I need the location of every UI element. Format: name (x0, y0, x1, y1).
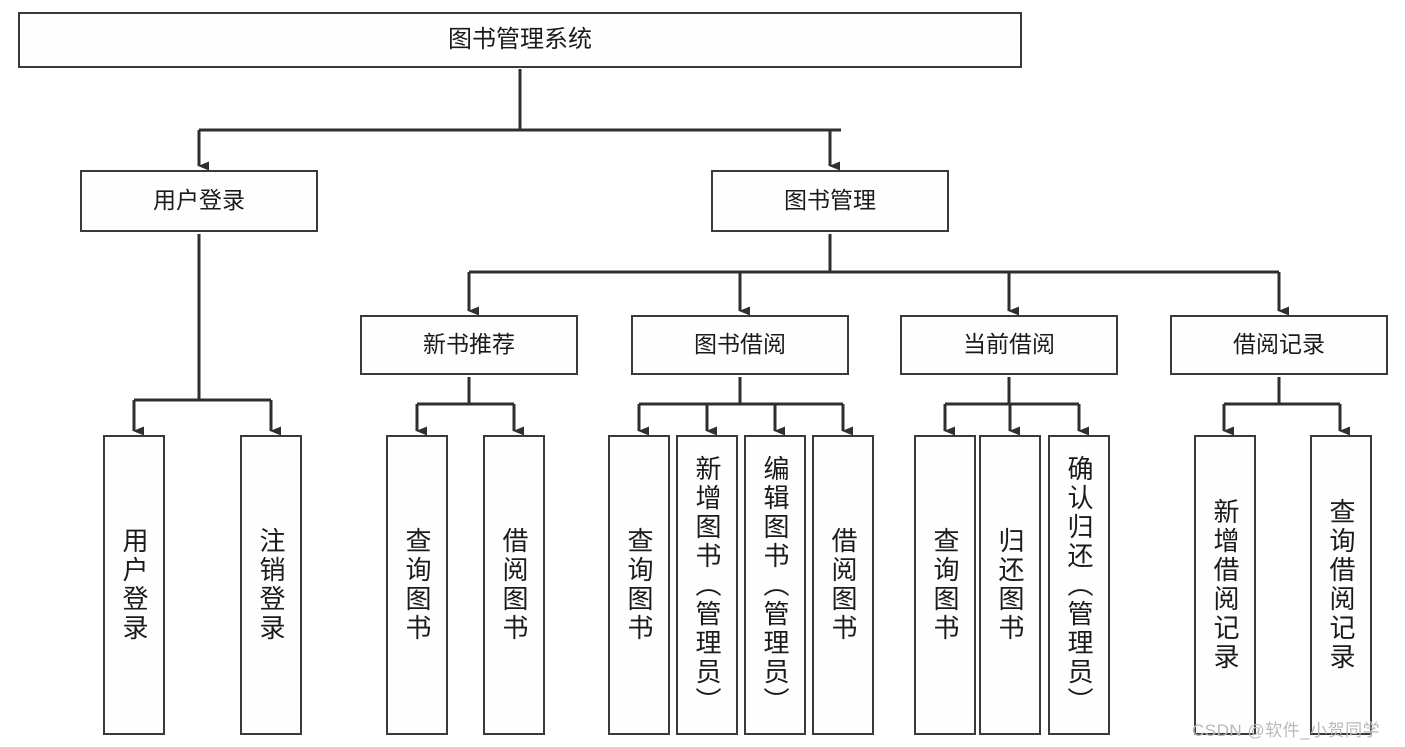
leaf-query-book-new[interactable]: 查询图书 (386, 435, 448, 735)
node-label: 借阅图书 (499, 527, 529, 643)
leaf-query-book-borrow[interactable]: 查询图书 (608, 435, 670, 735)
node-label: 归还图书 (995, 527, 1025, 643)
node-label: 查询图书 (402, 527, 432, 643)
node-root-system[interactable]: 图书管理系统 (18, 12, 1022, 68)
leaf-borrow-book-new[interactable]: 借阅图书 (483, 435, 545, 735)
node-label: 图书管理系统 (448, 25, 592, 53)
leaf-borrow-book[interactable]: 借阅图书 (812, 435, 874, 735)
node-label: 查询图书 (930, 527, 960, 643)
node-label: 图书管理 (784, 187, 876, 214)
node-label: 新增图书（管理员） (692, 454, 722, 716)
node-book-borrow[interactable]: 图书借阅 (631, 315, 849, 375)
node-label: 确认归还（管理员） (1064, 454, 1094, 716)
node-label: 注销登录 (256, 527, 286, 643)
node-label: 当前借阅 (963, 331, 1055, 358)
csdn-watermark: CSDN @软件_小贺同学 (1192, 721, 1381, 740)
node-label: 借阅记录 (1233, 331, 1325, 358)
leaf-edit-book-admin[interactable]: 编辑图书（管理员） (744, 435, 806, 735)
leaf-return-book[interactable]: 归还图书 (979, 435, 1041, 735)
node-label: 用户登录 (119, 527, 149, 643)
node-label: 编辑图书（管理员） (760, 454, 790, 716)
leaf-user-login[interactable]: 用户登录 (103, 435, 165, 735)
leaf-add-book-admin[interactable]: 新增图书（管理员） (676, 435, 738, 735)
leaf-query-borrow-record[interactable]: 查询借阅记录 (1310, 435, 1372, 735)
leaf-query-book-current[interactable]: 查询图书 (914, 435, 976, 735)
node-label: 借阅图书 (828, 527, 858, 643)
node-user-login[interactable]: 用户登录 (80, 170, 318, 232)
leaf-confirm-return-admin[interactable]: 确认归还（管理员） (1048, 435, 1110, 735)
node-current-borrow[interactable]: 当前借阅 (900, 315, 1118, 375)
node-label: 用户登录 (153, 187, 245, 214)
node-label: 新增借阅记录 (1210, 498, 1240, 672)
node-book-management[interactable]: 图书管理 (711, 170, 949, 232)
node-new-book-recommend[interactable]: 新书推荐 (360, 315, 578, 375)
node-label: 查询借阅记录 (1326, 498, 1356, 672)
node-label: 新书推荐 (423, 331, 515, 358)
node-borrow-record[interactable]: 借阅记录 (1170, 315, 1388, 375)
node-label: 查询图书 (624, 527, 654, 643)
leaf-logout[interactable]: 注销登录 (240, 435, 302, 735)
leaf-add-borrow-record[interactable]: 新增借阅记录 (1194, 435, 1256, 735)
node-label: 图书借阅 (694, 331, 786, 358)
